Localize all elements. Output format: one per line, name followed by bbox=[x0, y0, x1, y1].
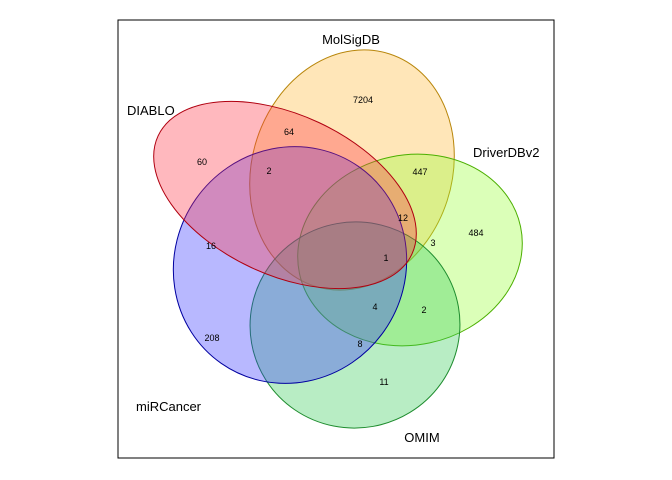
region-count: 11 bbox=[379, 377, 388, 387]
region-count: 2 bbox=[266, 166, 271, 176]
region-count: 60 bbox=[197, 157, 207, 167]
set-ellipse-diablo bbox=[153, 100, 417, 290]
set-label-diablo: DIABLO bbox=[127, 103, 175, 118]
set-label-driverdbv2: DriverDBv2 bbox=[473, 145, 539, 160]
region-count: 8 bbox=[357, 339, 362, 349]
region-count: 7204 bbox=[353, 95, 373, 105]
set-ellipse-mircancer bbox=[172, 146, 408, 384]
set-ellipse-omim bbox=[249, 221, 461, 429]
set-label-mircancer: miRCancer bbox=[136, 399, 202, 414]
region-count: 4 bbox=[372, 302, 377, 312]
region-count: 484 bbox=[468, 228, 483, 238]
region-count: 2 bbox=[421, 305, 426, 315]
region-count: 12 bbox=[398, 213, 408, 223]
set-ellipse-driverdbv2 bbox=[297, 153, 523, 347]
set-label-omim: OMIM bbox=[404, 430, 439, 445]
region-count: 16 bbox=[206, 241, 216, 251]
region-count: 208 bbox=[204, 333, 219, 343]
plot-frame bbox=[117, 19, 555, 459]
region-count: 447 bbox=[412, 167, 427, 177]
region-count: 1 bbox=[383, 253, 388, 263]
region-count: 64 bbox=[284, 127, 294, 137]
set-label-molsigdb: MolSigDB bbox=[322, 32, 380, 47]
region-count: 3 bbox=[430, 238, 435, 248]
